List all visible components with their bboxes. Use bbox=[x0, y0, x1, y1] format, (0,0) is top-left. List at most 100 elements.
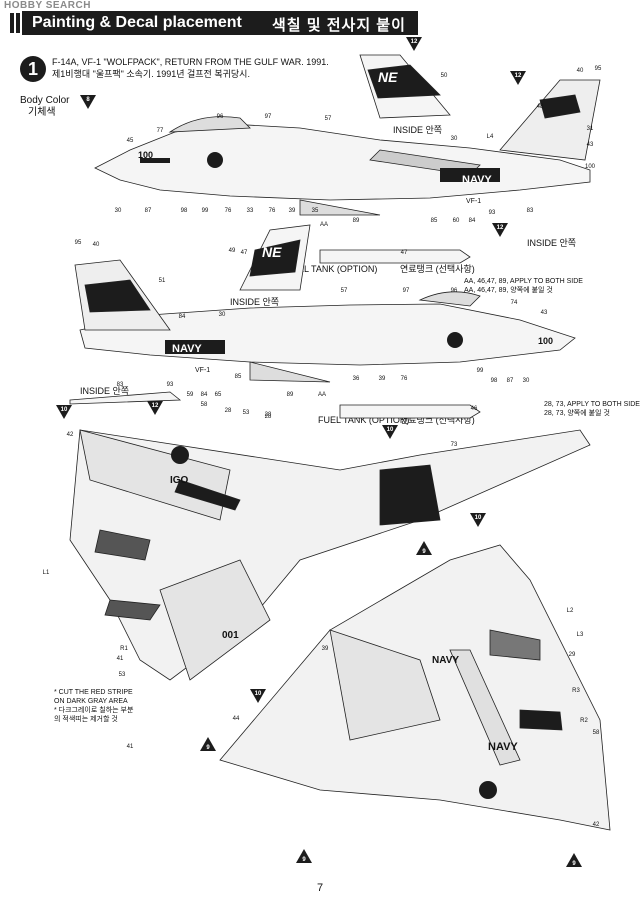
body-color-code: 8 bbox=[80, 95, 96, 109]
decal-callout: 41 bbox=[117, 656, 124, 662]
scheme-description-ko: 제1비행대 "울프팩" 소속기. 1991년 걸프전 복귀당시. bbox=[52, 69, 250, 79]
paint-code-marker: 9 bbox=[296, 849, 312, 863]
paint-code-marker: 9 bbox=[200, 737, 216, 751]
decal-callout: 60 bbox=[453, 218, 460, 224]
cut-stripe-note: * CUT THE RED STRIPE bbox=[54, 689, 133, 696]
decal-callout: 44 bbox=[233, 716, 240, 722]
decal-callout: 53 bbox=[243, 410, 250, 416]
decal-callout: 46 bbox=[471, 406, 478, 412]
decal-callout: 99 bbox=[202, 208, 209, 214]
apply-both-note: AA, 46,47, 89, APPLY TO BOTH SIDE bbox=[464, 278, 583, 285]
decal-callout: 47 bbox=[401, 250, 408, 256]
fuel-tank-label-ko: 연료탱크 (선택사항) bbox=[400, 264, 475, 274]
navy-marking: NAVY bbox=[462, 174, 492, 186]
decal-callout: 30 bbox=[115, 208, 122, 214]
apply-both-note-ko: 28, 73, 양쪽에 붙일 것 bbox=[544, 410, 610, 417]
paint-code-number: 10 bbox=[61, 407, 68, 413]
decal-callout: 59 bbox=[187, 392, 194, 398]
decal-callout: 65 bbox=[215, 392, 222, 398]
decal-callout: 93 bbox=[489, 210, 496, 216]
decal-callout: 87 bbox=[507, 378, 514, 384]
paint-code-marker: 9 bbox=[416, 541, 432, 555]
header-title-en: Painting & Decal placement bbox=[32, 14, 242, 31]
decal-callout: 87 bbox=[145, 208, 152, 214]
ne-tail-marking: NE bbox=[262, 244, 282, 260]
squadron-marking: VF-1 bbox=[466, 198, 482, 205]
page-number: 7 bbox=[316, 882, 324, 894]
decal-callout: 77 bbox=[157, 128, 164, 134]
decal-callout: 30 bbox=[451, 136, 458, 142]
decal-callout: 45 bbox=[127, 138, 134, 144]
apply-both-note-ko: AA, 46,47, 89, 양쪽에 붙일 것 bbox=[464, 287, 553, 294]
paint-code-number: 12 bbox=[515, 73, 522, 79]
decal-callout: 95 bbox=[75, 240, 82, 246]
decal-callout: 99 bbox=[477, 368, 484, 374]
decal-callout: AA bbox=[318, 392, 326, 398]
decal-callout: 84 bbox=[179, 314, 186, 320]
decal-callout: 40 bbox=[93, 242, 100, 248]
decal-callout: 51 bbox=[159, 278, 166, 284]
decal-callout: 73 bbox=[451, 442, 458, 448]
cut-stripe-note-ko: 의 적색띠는 제거할 것 bbox=[54, 716, 118, 723]
decal-callout: 85 bbox=[431, 218, 438, 224]
decal-callout: 57 bbox=[325, 116, 332, 122]
decal-callout: 43 bbox=[541, 310, 548, 316]
decal-callout: 85 bbox=[235, 374, 242, 380]
paint-code-number: 10 bbox=[475, 515, 482, 521]
paint-code-number: 9 bbox=[302, 857, 306, 863]
decal-callout: L3 bbox=[577, 632, 584, 638]
decal-callout: 98 bbox=[491, 378, 498, 384]
decal-callout: 76 bbox=[225, 208, 232, 214]
decal-callout: 58 bbox=[593, 730, 600, 736]
decal-callout: 35 bbox=[312, 208, 319, 214]
decal-callout: 28 bbox=[265, 412, 272, 418]
watermark: HOBBY SEARCH bbox=[4, 0, 91, 11]
body-color-label: Body Color bbox=[20, 95, 70, 106]
decal-callout: 89 bbox=[353, 218, 360, 224]
tail-fin-inside bbox=[359, 54, 451, 119]
cut-stripe-note-ko: * 다크그레이로 칠하는 부분 bbox=[54, 707, 134, 714]
paint-code-marker: 10 bbox=[470, 513, 486, 527]
fuel-tank-label-ko: 연료탱크 (선택사항) bbox=[400, 415, 475, 425]
ne-tail-marking: NE bbox=[378, 69, 398, 85]
decal-callout: 58 bbox=[201, 402, 208, 408]
navy-marking: NAVY bbox=[488, 741, 518, 753]
decal-callout: 57 bbox=[341, 288, 348, 294]
decal-callout: 98 bbox=[181, 208, 188, 214]
decal-callout: 47 bbox=[241, 250, 248, 256]
decal-callout: 84 bbox=[469, 218, 476, 224]
decal-callout: 41 bbox=[127, 744, 134, 750]
decal-callout: 83 bbox=[527, 208, 534, 214]
decal-callout: 84 bbox=[201, 392, 208, 398]
decal-callout: 42 bbox=[67, 432, 74, 438]
decal-callout: 100 bbox=[585, 164, 596, 170]
paint-code-marker: 12 bbox=[510, 71, 526, 85]
decal-callout: 30 bbox=[523, 378, 530, 384]
paint-code-number: 9 bbox=[422, 549, 426, 555]
paint-code-marker: 12 bbox=[492, 223, 508, 237]
cut-stripe-note: ON DARK GRAY AREA bbox=[54, 698, 128, 705]
section-header: Painting & Decal placement 색칠 및 전사지 붙이기 bbox=[6, 11, 418, 55]
decal-callout: 53 bbox=[119, 672, 126, 678]
modex-number: 100 bbox=[538, 336, 554, 346]
scheme-number-badge: 1 bbox=[20, 56, 46, 82]
paint-code-number: 12 bbox=[497, 225, 504, 231]
decal-callout: AA bbox=[320, 222, 328, 228]
decal-callout: 74 bbox=[511, 300, 518, 306]
decal-callout: 96 bbox=[217, 114, 224, 120]
decal-callout: 49 bbox=[229, 248, 236, 254]
decal-callout: 97 bbox=[403, 288, 410, 294]
decal-callout: 83 bbox=[117, 382, 124, 388]
decal-callout: 76 bbox=[269, 208, 276, 214]
scheme-description-en: F-14A, VF-1 "WOLFPACK", RETURN FROM THE … bbox=[52, 57, 329, 67]
decal-callout: 96 bbox=[451, 288, 458, 294]
decal-callout: 48 bbox=[537, 104, 544, 110]
body-color-label-ko: 기체색 bbox=[28, 107, 56, 118]
apply-both-note: 28, 73, APPLY TO BOTH SIDE bbox=[544, 401, 640, 408]
decal-callout: 30 bbox=[219, 312, 226, 318]
paint-code-marker: 12 bbox=[406, 37, 422, 51]
paint-code-marker: 12 bbox=[147, 401, 163, 415]
inside-label: INSIDE 안쪽 bbox=[393, 125, 443, 135]
inside-label: INSIDE 안쪽 bbox=[527, 238, 577, 248]
section-roman-icon bbox=[6, 11, 22, 35]
